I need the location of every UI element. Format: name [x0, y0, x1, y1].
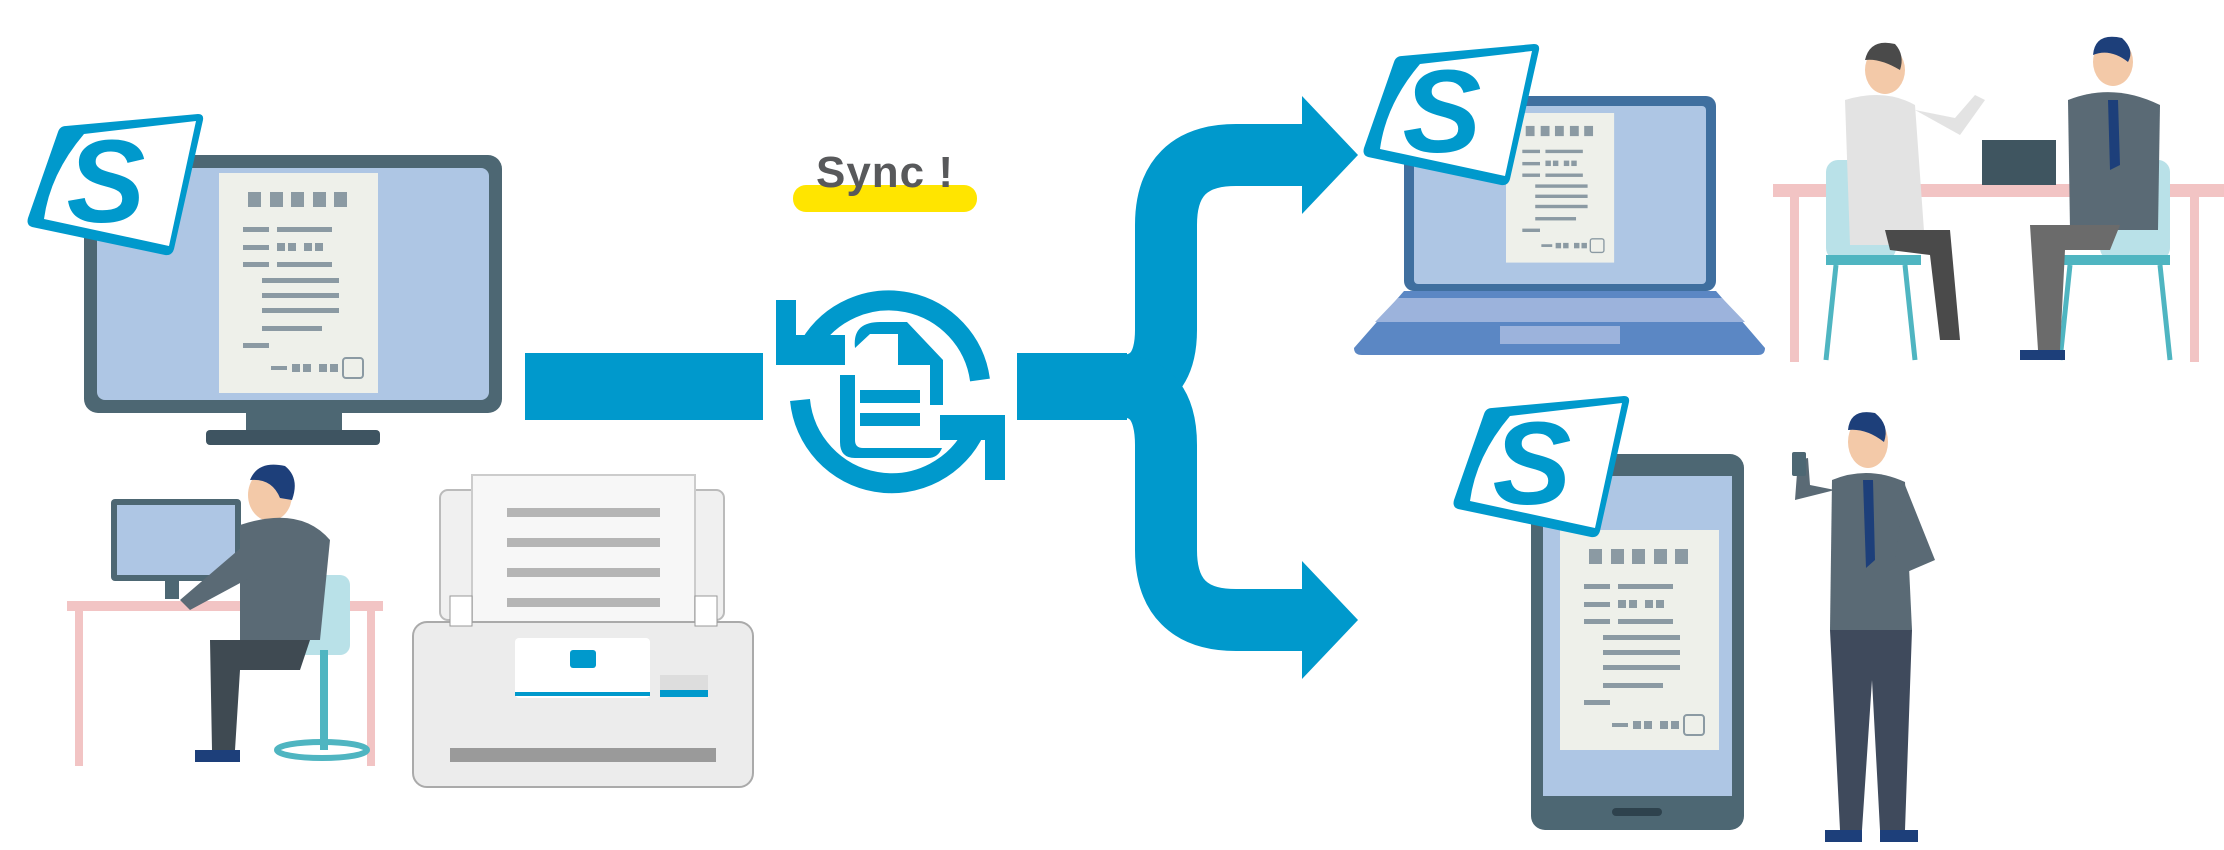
right-connector-bar	[1017, 353, 1127, 420]
scansnap-logo	[1363, 44, 1540, 186]
desktop-monitor	[27, 114, 502, 445]
lower-arrowhead	[1302, 561, 1358, 679]
meeting-illustration	[1773, 36, 2224, 362]
upper-arrowhead	[1302, 96, 1358, 214]
sync-flow-arrows	[525, 96, 1358, 679]
sync-label: Sync !	[815, 148, 955, 197]
document-icon	[218, 172, 379, 394]
sync-document-icon	[772, 272, 1008, 508]
left-connector-bar	[525, 353, 763, 420]
lower-branch-arrow	[1117, 355, 1310, 651]
office-worker-illustration	[67, 464, 383, 766]
scansnap-logo	[1453, 396, 1630, 538]
document-icon	[1559, 529, 1720, 751]
upper-branch-arrow	[1118, 124, 1310, 417]
scanner-illustration	[412, 474, 754, 788]
document-icon	[1505, 112, 1615, 264]
laptop	[1354, 44, 1765, 355]
tablet	[1453, 396, 1744, 830]
scansnap-logo	[27, 114, 204, 256]
sync-highlight	[793, 185, 977, 212]
businessman-illustration	[1792, 412, 1935, 842]
